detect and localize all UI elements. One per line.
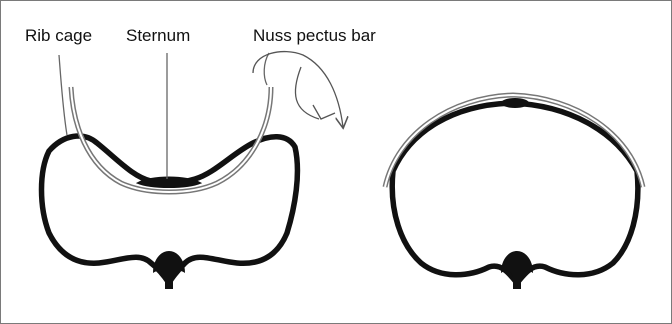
right-vertebra [501,251,533,289]
left-nuss-bar [71,87,271,192]
rib-cage-leader [59,55,67,135]
left-chest-before [42,52,344,289]
nuss-bar-leader [264,53,269,85]
right-chest-after [385,95,643,289]
left-vertebra [153,251,185,289]
right-nuss-bar [385,95,643,187]
right-sternum [501,98,529,108]
